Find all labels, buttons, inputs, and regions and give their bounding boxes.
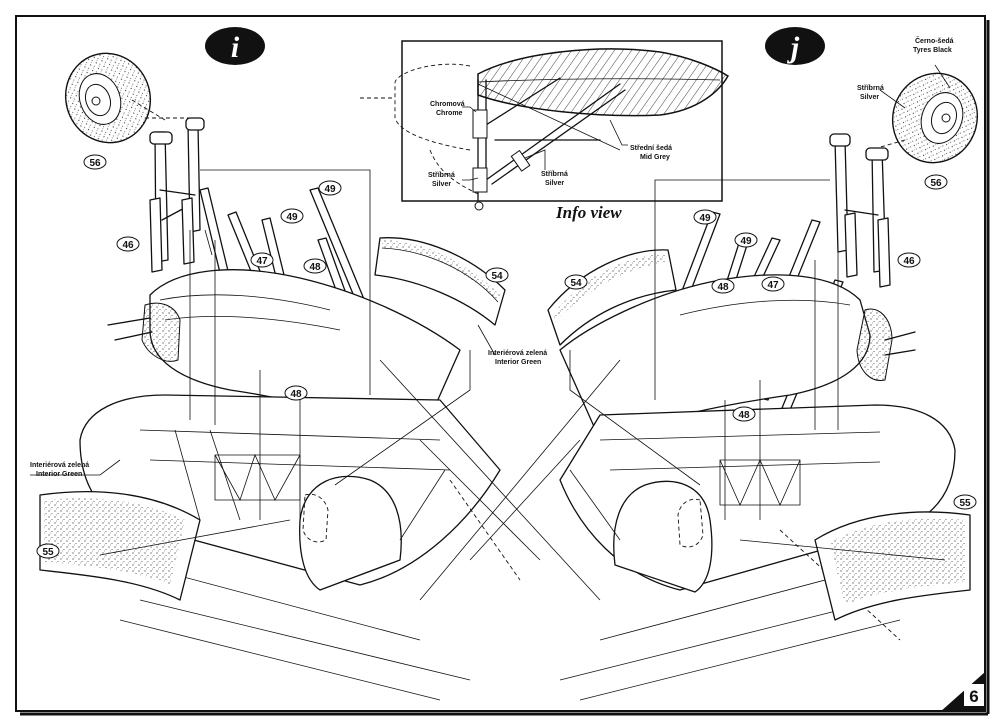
gear-door-55-left: [39, 490, 201, 601]
callout-54-right: 54: [564, 274, 588, 290]
callout-49a-right: 49: [693, 209, 717, 225]
info-midgrey-label-en: Mid Grey: [640, 154, 670, 161]
callout-56-left: 56: [83, 154, 107, 170]
svg-text:55: 55: [42, 547, 54, 558]
svg-text:49: 49: [324, 184, 336, 195]
svg-text:47: 47: [256, 256, 268, 267]
callout-46-left: 46: [116, 236, 140, 252]
info-view-title: Info view: [555, 203, 622, 222]
svg-text:i: i: [231, 31, 240, 64]
svg-text:46: 46: [122, 240, 134, 251]
silver-label-cz-right: Stříbrná: [857, 85, 884, 92]
info-silver2-label-cz: Stříbrná: [541, 171, 568, 178]
main-leg-right: [829, 133, 891, 288]
callout-49a-left: 49: [280, 208, 304, 224]
wheel-56-left: [64, 52, 152, 144]
callout-48b-right: 48: [732, 406, 756, 422]
page-frame: [15, 15, 986, 712]
svg-text:6: 6: [969, 687, 978, 706]
callout-47-left: 47: [250, 252, 274, 268]
assembly-arrows-right: [569, 64, 951, 561]
svg-text:47: 47: [767, 280, 779, 291]
svg-text:48: 48: [738, 410, 750, 421]
callout-56-right: 56: [924, 174, 948, 190]
interior-green-label-en-top: Interior Green: [495, 359, 541, 366]
svg-text:49: 49: [286, 212, 298, 223]
callout-54-left: 54: [485, 267, 509, 283]
wheel-56-right: [891, 72, 979, 164]
callout-49b-left: 49: [318, 180, 342, 196]
svg-text:46: 46: [903, 256, 915, 267]
tyres-label-en: Tyres Black: [913, 47, 952, 54]
page-number: 6: [940, 672, 985, 712]
step-badge-j: j: [765, 27, 825, 65]
svg-text:54: 54: [491, 271, 503, 282]
callout-48a-left: 48: [303, 258, 327, 274]
info-view-panel: Chromová Chrome Stříbrná Silver Stříbrná…: [360, 40, 730, 211]
svg-text:49: 49: [699, 213, 711, 224]
right-assembly: Černo-šedá Tyres Black Stříbrná Silver 5…: [419, 36, 979, 701]
interior-green-label-cz-left: Interiérová zelená: [30, 462, 89, 469]
info-silver2-label-en: Silver: [545, 180, 564, 187]
info-chrome-label-cz: Chromová: [430, 101, 465, 108]
info-chrome-label-en: Chrome: [436, 110, 463, 117]
svg-text:56: 56: [930, 178, 942, 189]
svg-text:55: 55: [959, 498, 971, 509]
info-midgrey-label-cz: Střední šedá: [630, 145, 672, 152]
silver-label-en-right: Silver: [860, 94, 879, 101]
callout-55-right: 55: [953, 494, 977, 510]
callout-55-left: 55: [36, 543, 60, 559]
callout-46-right: 46: [897, 252, 921, 268]
callout-48b-left: 48: [284, 385, 308, 401]
svg-text:56: 56: [89, 158, 101, 169]
left-assembly: Interiérová zelená Interior Green Interi…: [30, 52, 601, 701]
svg-text:j: j: [787, 31, 800, 64]
tyres-label-cz: Černo-šedá: [915, 36, 954, 45]
interior-green-label-en-left: Interior Green: [36, 471, 82, 478]
callout-49b-right: 49: [734, 232, 758, 248]
svg-text:48: 48: [717, 282, 729, 293]
nacelle-right: [419, 274, 956, 701]
svg-text:49: 49: [740, 236, 752, 247]
step-badge-i: i: [205, 27, 265, 65]
nacelle-left: [79, 269, 601, 701]
callout-47-right: 47: [761, 276, 785, 292]
svg-text:48: 48: [290, 389, 302, 400]
info-silver1-label-en: Silver: [432, 181, 451, 188]
interior-green-label-cz-top: Interiérová zelená: [488, 350, 547, 357]
main-leg-left: [149, 117, 205, 273]
svg-text:48: 48: [309, 262, 321, 273]
gear-door-55-right: [814, 511, 971, 621]
gear-door-54-left: [374, 237, 506, 326]
svg-text:54: 54: [570, 278, 582, 289]
callout-48a-right: 48: [711, 278, 735, 294]
info-silver1-label-cz: Stříbrná: [428, 172, 455, 179]
assembly-arrows-left: [99, 169, 471, 556]
